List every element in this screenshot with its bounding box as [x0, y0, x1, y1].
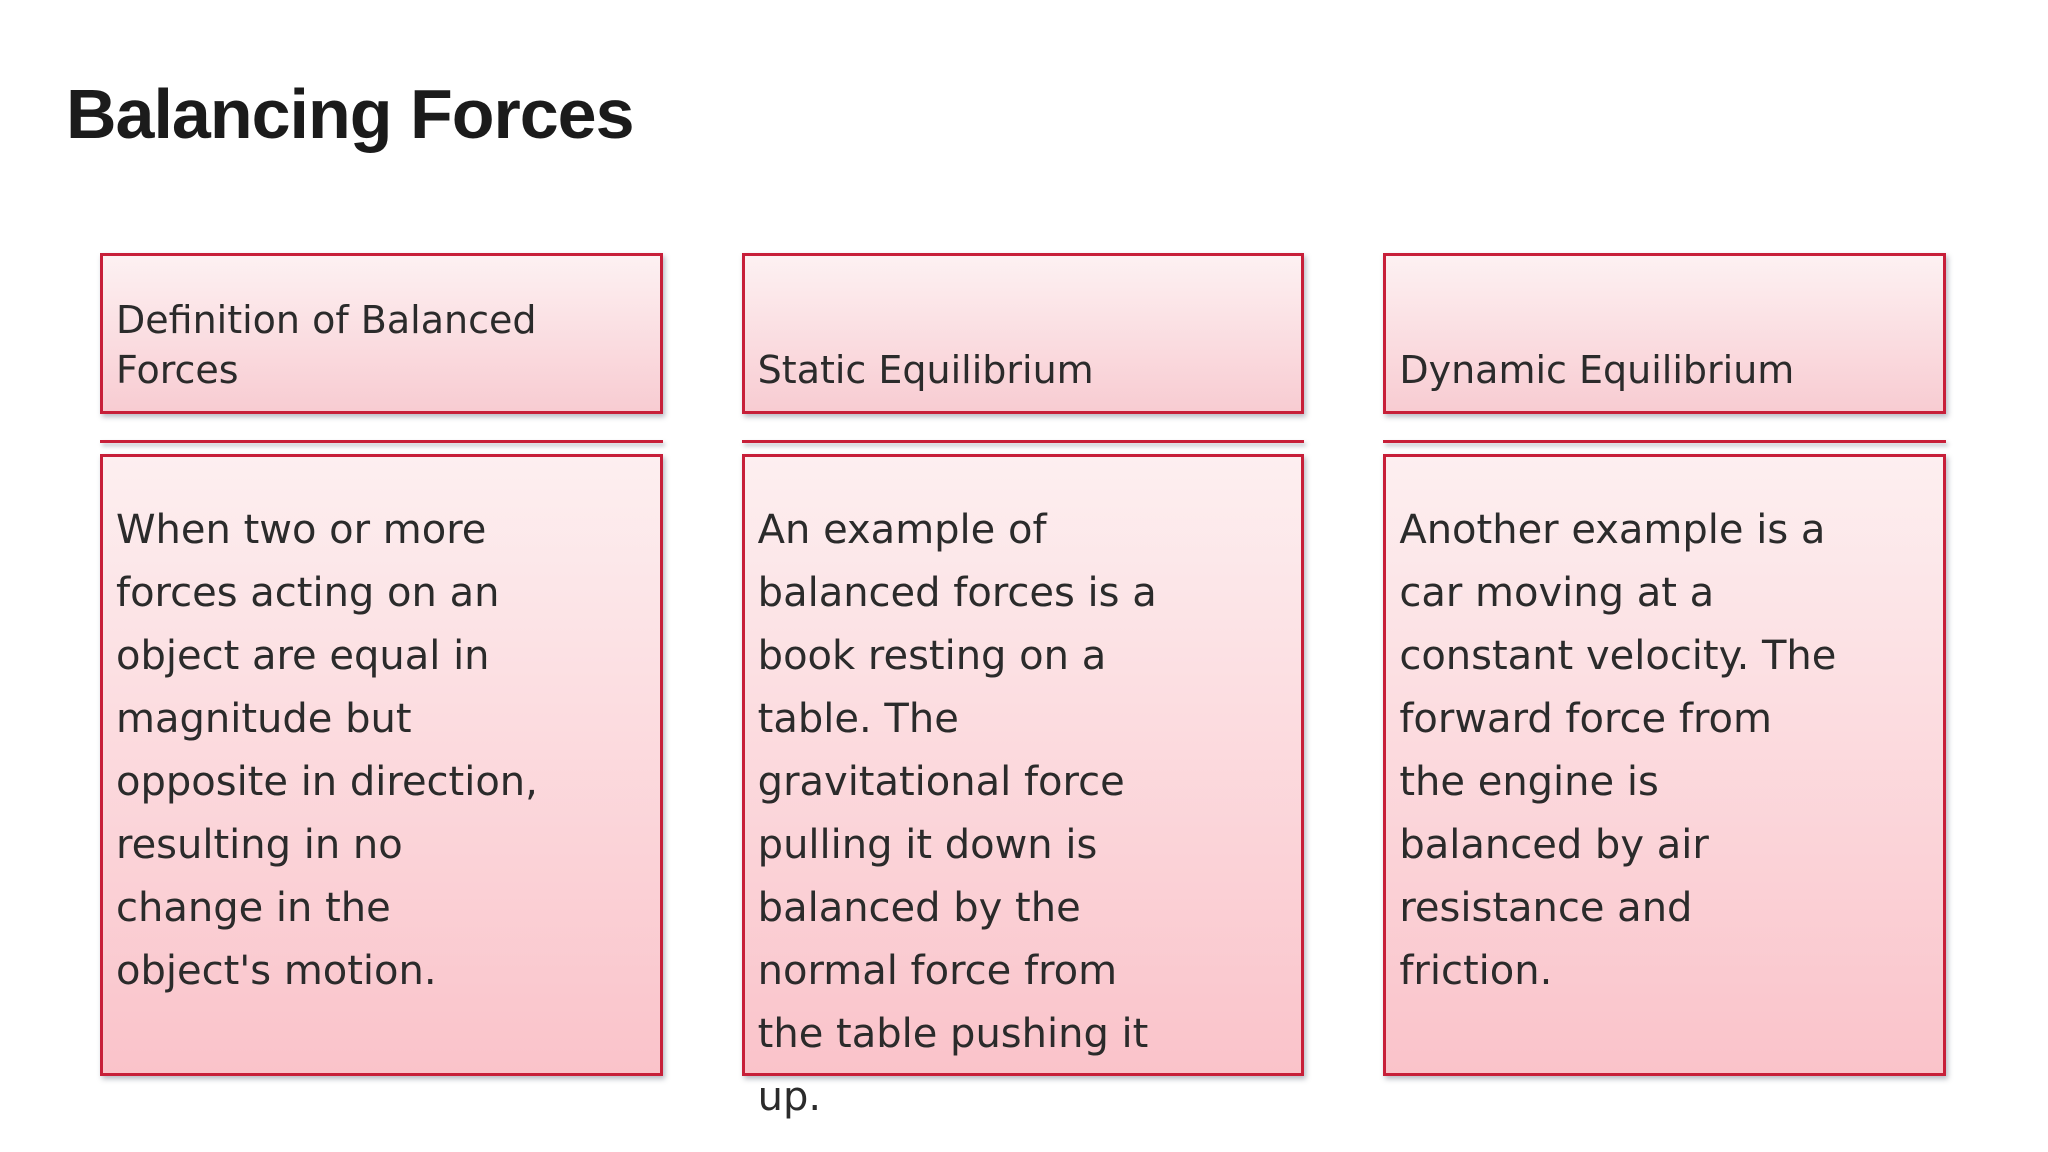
body-card: An example of balanced forces is a book … — [741, 454, 1305, 1120]
header-card-label: Dynamic Equilibrium — [1399, 348, 1795, 392]
body-card-text: Another example is a car moving at a con… — [1399, 507, 1837, 994]
body-card: When two or more forces acting on an obj… — [100, 454, 663, 1076]
section-divider — [1383, 440, 1947, 443]
column-dynamic-equilibrium: Dynamic Equilibrium Another example is a… — [1383, 253, 1947, 1076]
page-title: Balancing Forces — [66, 75, 635, 153]
column-definition-of-balanced-forces: Definition of Balanced Forces When two o… — [100, 253, 663, 1076]
body-card-text: When two or more forces acting on an obj… — [116, 507, 538, 994]
header-card-label: Definition of Balanced Forces — [116, 298, 537, 392]
body-card-text: An example of balanced forces is a book … — [757, 507, 1157, 1120]
section-divider — [741, 440, 1305, 443]
column-static-equilibrium: Static Equilibrium An example of balance… — [741, 253, 1305, 1120]
card-columns: Definition of Balanced Forces When two o… — [100, 253, 1947, 1120]
body-card: Another example is a car moving at a con… — [1383, 454, 1947, 1076]
header-card: Definition of Balanced Forces — [100, 253, 663, 414]
header-card: Dynamic Equilibrium — [1383, 253, 1947, 414]
header-card-label: Static Equilibrium — [757, 348, 1094, 392]
section-divider — [100, 440, 663, 443]
header-card: Static Equilibrium — [741, 253, 1305, 414]
